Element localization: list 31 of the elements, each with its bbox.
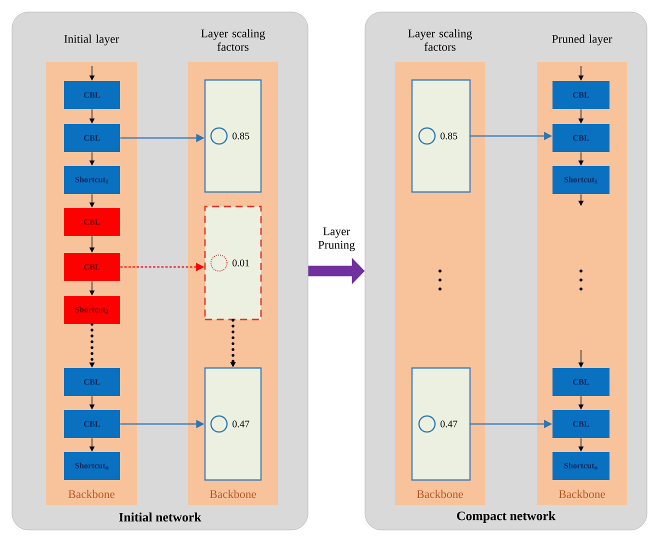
- layer-box: CBL: [552, 124, 610, 152]
- scaling-factor-box: 0.85: [204, 79, 262, 193]
- layer-box: Shortcut$_{2}$: [64, 296, 120, 324]
- layer-box: CBL: [64, 410, 120, 438]
- column-heading: Layer scaling factors: [201, 29, 265, 51]
- scaling-factor-box: 0.85: [411, 79, 471, 193]
- layer-box: Shortcut$_{n}$: [552, 452, 610, 480]
- layer-box: CBL: [64, 81, 120, 109]
- layer-box: CBL: [64, 208, 120, 236]
- layer-box: CBL: [64, 124, 120, 152]
- layer-box: CBL: [64, 368, 120, 396]
- panel-title: Initial network: [119, 512, 202, 522]
- scaling-factor-box: 0.01: [204, 206, 262, 320]
- panel-title: Compact network: [457, 511, 556, 523]
- layer-box: CBL: [552, 410, 610, 438]
- column-heading: Initial layer: [64, 34, 120, 46]
- column-heading: Layer scaling factors: [408, 29, 472, 51]
- band-label: Backbone: [558, 490, 606, 498]
- band-label: Backbone: [416, 490, 464, 498]
- band-label: Backbone: [68, 490, 115, 498]
- scaling-factor-box: 0.47: [411, 367, 471, 481]
- layer-box: CBL: [552, 81, 610, 109]
- layer-box: Shortcut$_{1}$: [552, 166, 610, 194]
- edge-label: Layer Pruning: [310, 226, 363, 252]
- layer-box: Shortcut$_{n}$: [64, 452, 120, 480]
- column-heading: Pruned layer: [552, 34, 612, 46]
- layer-box: Shortcut$_{1}$: [64, 166, 120, 194]
- layer-box: CBL: [552, 368, 610, 396]
- scaling-factor-box: 0.47: [204, 367, 262, 481]
- layer-box: CBL: [64, 253, 120, 281]
- band-label: Backbone: [210, 490, 256, 498]
